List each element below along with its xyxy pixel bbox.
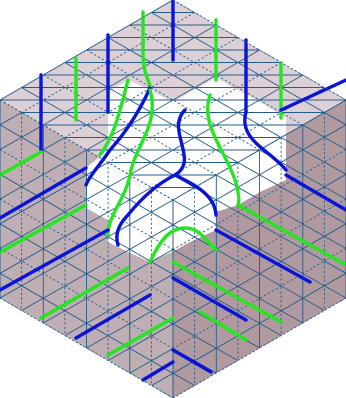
lozenge-tiling-figure — [0, 0, 346, 398]
